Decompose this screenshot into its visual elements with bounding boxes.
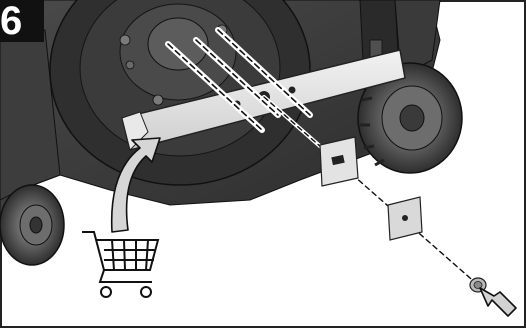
step-number-badge: 6 xyxy=(0,0,44,42)
front-wheel-icon xyxy=(0,185,64,265)
square-washer-icon xyxy=(388,197,422,240)
washer-icon xyxy=(320,137,358,186)
